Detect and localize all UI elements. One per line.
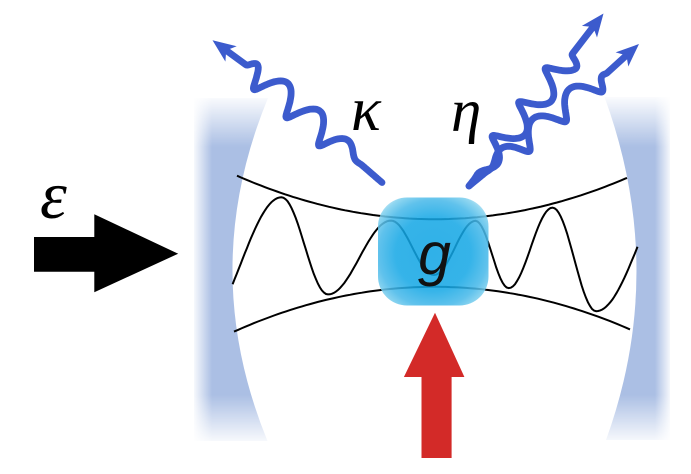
svg-text:g: g xyxy=(418,221,451,287)
svg-text:κ: κ xyxy=(351,76,382,144)
svg-text:ε: ε xyxy=(40,157,67,233)
svg-text:η: η xyxy=(451,78,481,145)
